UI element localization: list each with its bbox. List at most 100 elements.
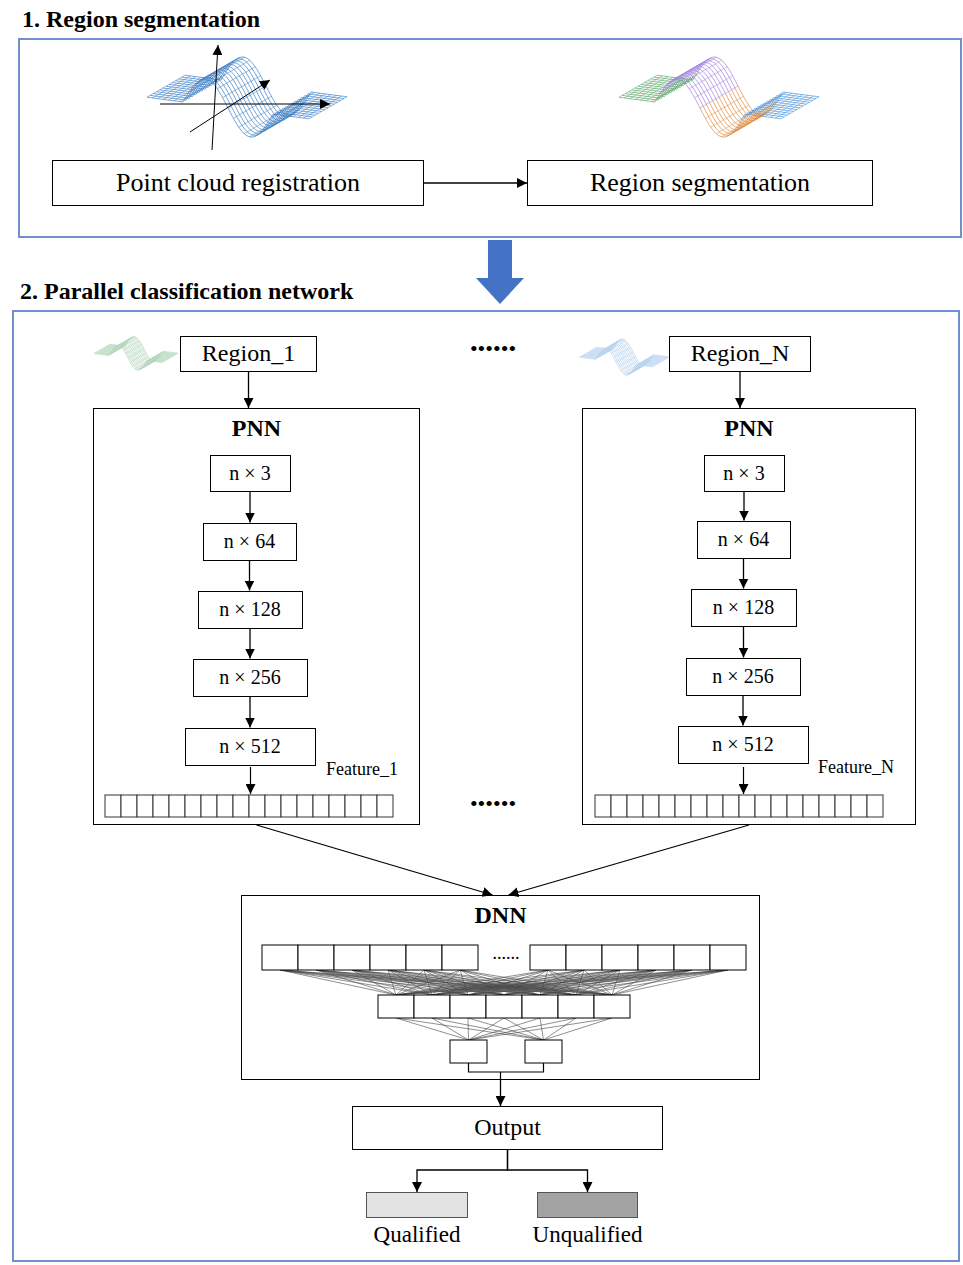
surface-line: [711, 105, 749, 127]
surface-line: [716, 112, 754, 134]
ellipsis-dots: ......: [493, 944, 520, 964]
result-box: Qualified: [366, 1192, 468, 1218]
surface-line: [698, 57, 739, 86]
feature-cell: [137, 795, 153, 817]
axis-line: [190, 80, 270, 132]
surface-line: [781, 97, 819, 119]
neuron-box: [378, 995, 414, 1018]
surface-line: [190, 68, 228, 90]
dnn-link: [544, 1018, 577, 1040]
feature-cell: [201, 795, 217, 817]
box-label: n × 128: [713, 596, 774, 619]
surface-line: [179, 80, 217, 102]
surface-line: [609, 341, 626, 351]
connector-arrow: [249, 561, 250, 591]
feature-cell: [835, 795, 851, 817]
surface-line: [121, 338, 137, 347]
surface-line: [206, 57, 244, 79]
feature-cell: [217, 795, 233, 817]
surface-line: [646, 79, 684, 101]
dnn-link: [468, 1018, 470, 1040]
surface-line: [239, 105, 277, 127]
dnn-link: [540, 970, 728, 995]
surface-line: [631, 363, 648, 373]
dnn-link: [576, 970, 728, 995]
surface-line: [185, 77, 223, 99]
surface-line: [255, 114, 293, 136]
box-label: Output: [474, 1114, 541, 1142]
neuron-box: [566, 945, 602, 970]
panel-heading: PNN: [94, 415, 419, 443]
feature-cell: [803, 795, 819, 817]
feature-arrow: [250, 767, 251, 794]
neuron-box: [370, 945, 406, 970]
box-label: Region segmentation: [590, 168, 810, 198]
axis-line: [160, 104, 330, 105]
feature-cell: [233, 795, 249, 817]
section-heading: 1. Region segmentation: [22, 6, 260, 34]
result-label: Unqualified: [533, 1222, 643, 1248]
connector-arrow: [508, 1150, 588, 1192]
feature-cell: [153, 795, 169, 817]
box-label: n × 3: [723, 462, 764, 485]
box-label: n × 512: [712, 733, 773, 756]
feature-cell: [249, 795, 265, 817]
surface-line: [222, 59, 263, 88]
feature-cell: [771, 795, 787, 817]
surface-line: [604, 339, 621, 349]
dnn-link: [469, 1018, 577, 1040]
surface-line: [614, 347, 631, 357]
dnn-link: [396, 970, 728, 995]
feature-label: Feature_N: [818, 758, 894, 778]
feature-cell: [329, 795, 345, 817]
connector-arrow: [739, 372, 740, 408]
point-cloud-figure: [147, 45, 347, 150]
panel-heading: DNN: [242, 902, 759, 930]
surface-line: [217, 67, 255, 89]
surface-line: [618, 357, 635, 367]
section-panel: Region_1n × 3n × 64n × 128n × 256n × 512…: [12, 310, 960, 1262]
output-bracket: [469, 1063, 544, 1072]
output-bracket: [500, 1072, 501, 1080]
layer-box: n × 256: [686, 658, 801, 696]
layer-box: n × 3: [210, 455, 291, 492]
surface-line: [689, 67, 727, 89]
dnn-link: [468, 1018, 544, 1040]
feature-cell: [739, 795, 755, 817]
surface-line: [226, 57, 267, 86]
surface-line: [657, 77, 695, 99]
surface-line: [673, 58, 711, 80]
dnn-link: [469, 1018, 505, 1040]
box-label: n × 64: [718, 528, 769, 551]
neuron-box: [525, 1040, 562, 1063]
feature-cell: [169, 795, 185, 817]
connector-arrow: [417, 1150, 508, 1192]
connector-arrow: [743, 492, 744, 521]
surface-line: [700, 86, 738, 108]
panel-heading: PNN: [583, 415, 915, 443]
result-box: Unqualified: [537, 1192, 638, 1218]
surface-line: [201, 58, 239, 80]
box-label: n × 256: [219, 666, 280, 689]
section-panel: Point cloud registrationRegion segmentat…: [18, 38, 962, 238]
box-label: n × 3: [229, 462, 270, 485]
feature-cell: [121, 795, 137, 817]
feature-cell: [281, 795, 297, 817]
feature-cell: [313, 795, 329, 817]
connector-arrow: [424, 182, 527, 183]
surface-line: [695, 76, 733, 98]
surface-line: [309, 97, 347, 119]
surface-line: [694, 59, 735, 88]
dnn-link: [396, 970, 692, 995]
axis-line: [212, 45, 218, 150]
neuron-box: [262, 945, 298, 970]
dnn-link: [544, 1018, 613, 1040]
box-label: n × 256: [712, 665, 773, 688]
surface-line: [126, 344, 142, 353]
surface-line: [743, 95, 781, 117]
output-box: Output: [352, 1106, 663, 1150]
connector-arrow: [743, 559, 744, 589]
connector-arrow: [743, 627, 744, 658]
dnn-link: [469, 1018, 613, 1040]
